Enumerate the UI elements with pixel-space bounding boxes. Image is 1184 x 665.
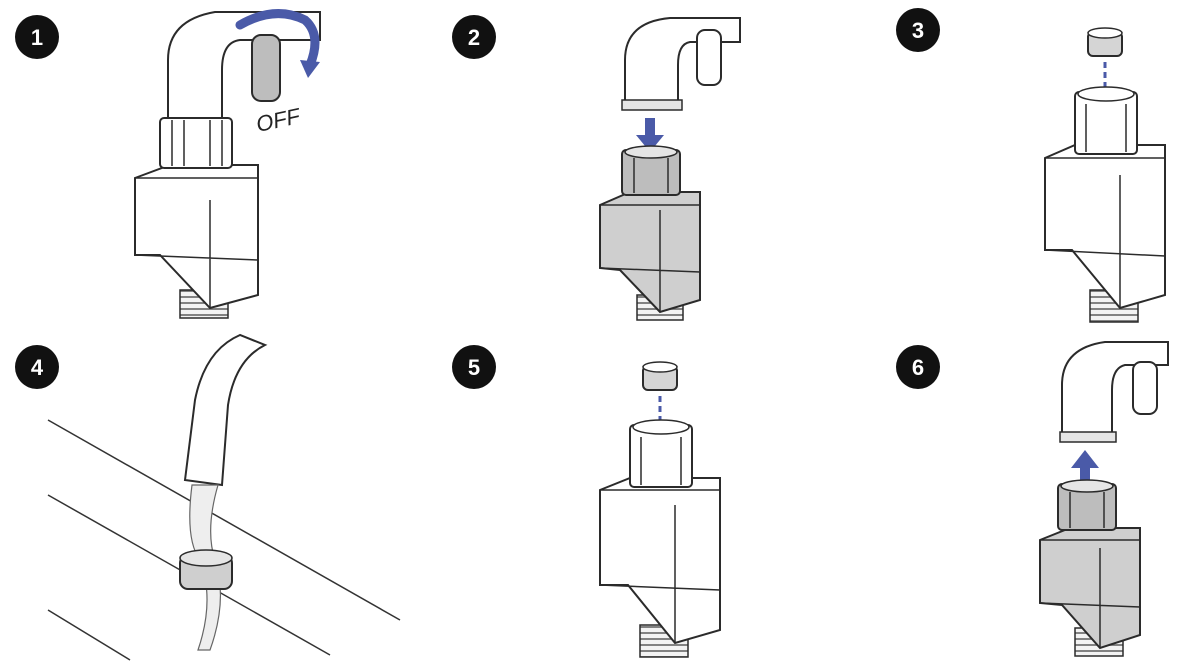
step-5-badge: 5 xyxy=(452,345,496,389)
step-2-badge: 2 xyxy=(452,15,496,59)
step-1-badge: 1 xyxy=(15,15,59,59)
step-6-panel: 6 xyxy=(896,341,1169,657)
faucet-pipe xyxy=(624,17,741,106)
valve-knob xyxy=(1132,361,1158,415)
adapter-body xyxy=(599,191,701,314)
up-arrow-icon xyxy=(1071,450,1099,484)
step-3-number: 3 xyxy=(912,18,924,43)
faucet-pipe xyxy=(1061,341,1169,436)
step-4-panel: 4 xyxy=(15,333,401,661)
step-6-badge: 6 xyxy=(896,345,940,389)
step-2-panel: 2 xyxy=(452,15,741,321)
off-label: OFF xyxy=(254,103,304,137)
adapter-body xyxy=(599,477,721,645)
adapter-body xyxy=(1044,144,1166,310)
step-6-number: 6 xyxy=(912,355,924,380)
step-3-badge: 3 xyxy=(896,8,940,52)
step-1-panel: 1 OFF xyxy=(15,9,321,319)
step-4-number: 4 xyxy=(31,355,44,380)
coupling-nut xyxy=(159,117,233,169)
step-2-number: 2 xyxy=(468,25,480,50)
step-5-number: 5 xyxy=(468,355,480,380)
faucet-spout xyxy=(183,333,268,487)
valve-knob xyxy=(696,29,722,86)
down-arrow-icon xyxy=(636,118,664,152)
step-4-badge: 4 xyxy=(15,345,59,389)
rotate-arrow-icon xyxy=(235,9,320,70)
valve-knob xyxy=(251,34,281,102)
adapter-body xyxy=(1039,527,1141,650)
faucet-pipe xyxy=(167,11,321,119)
step-3-panel: 3 xyxy=(896,8,1166,323)
step-1-number: 1 xyxy=(31,25,43,50)
adapter-body xyxy=(134,164,259,310)
step-5-panel: 5 xyxy=(452,345,721,658)
